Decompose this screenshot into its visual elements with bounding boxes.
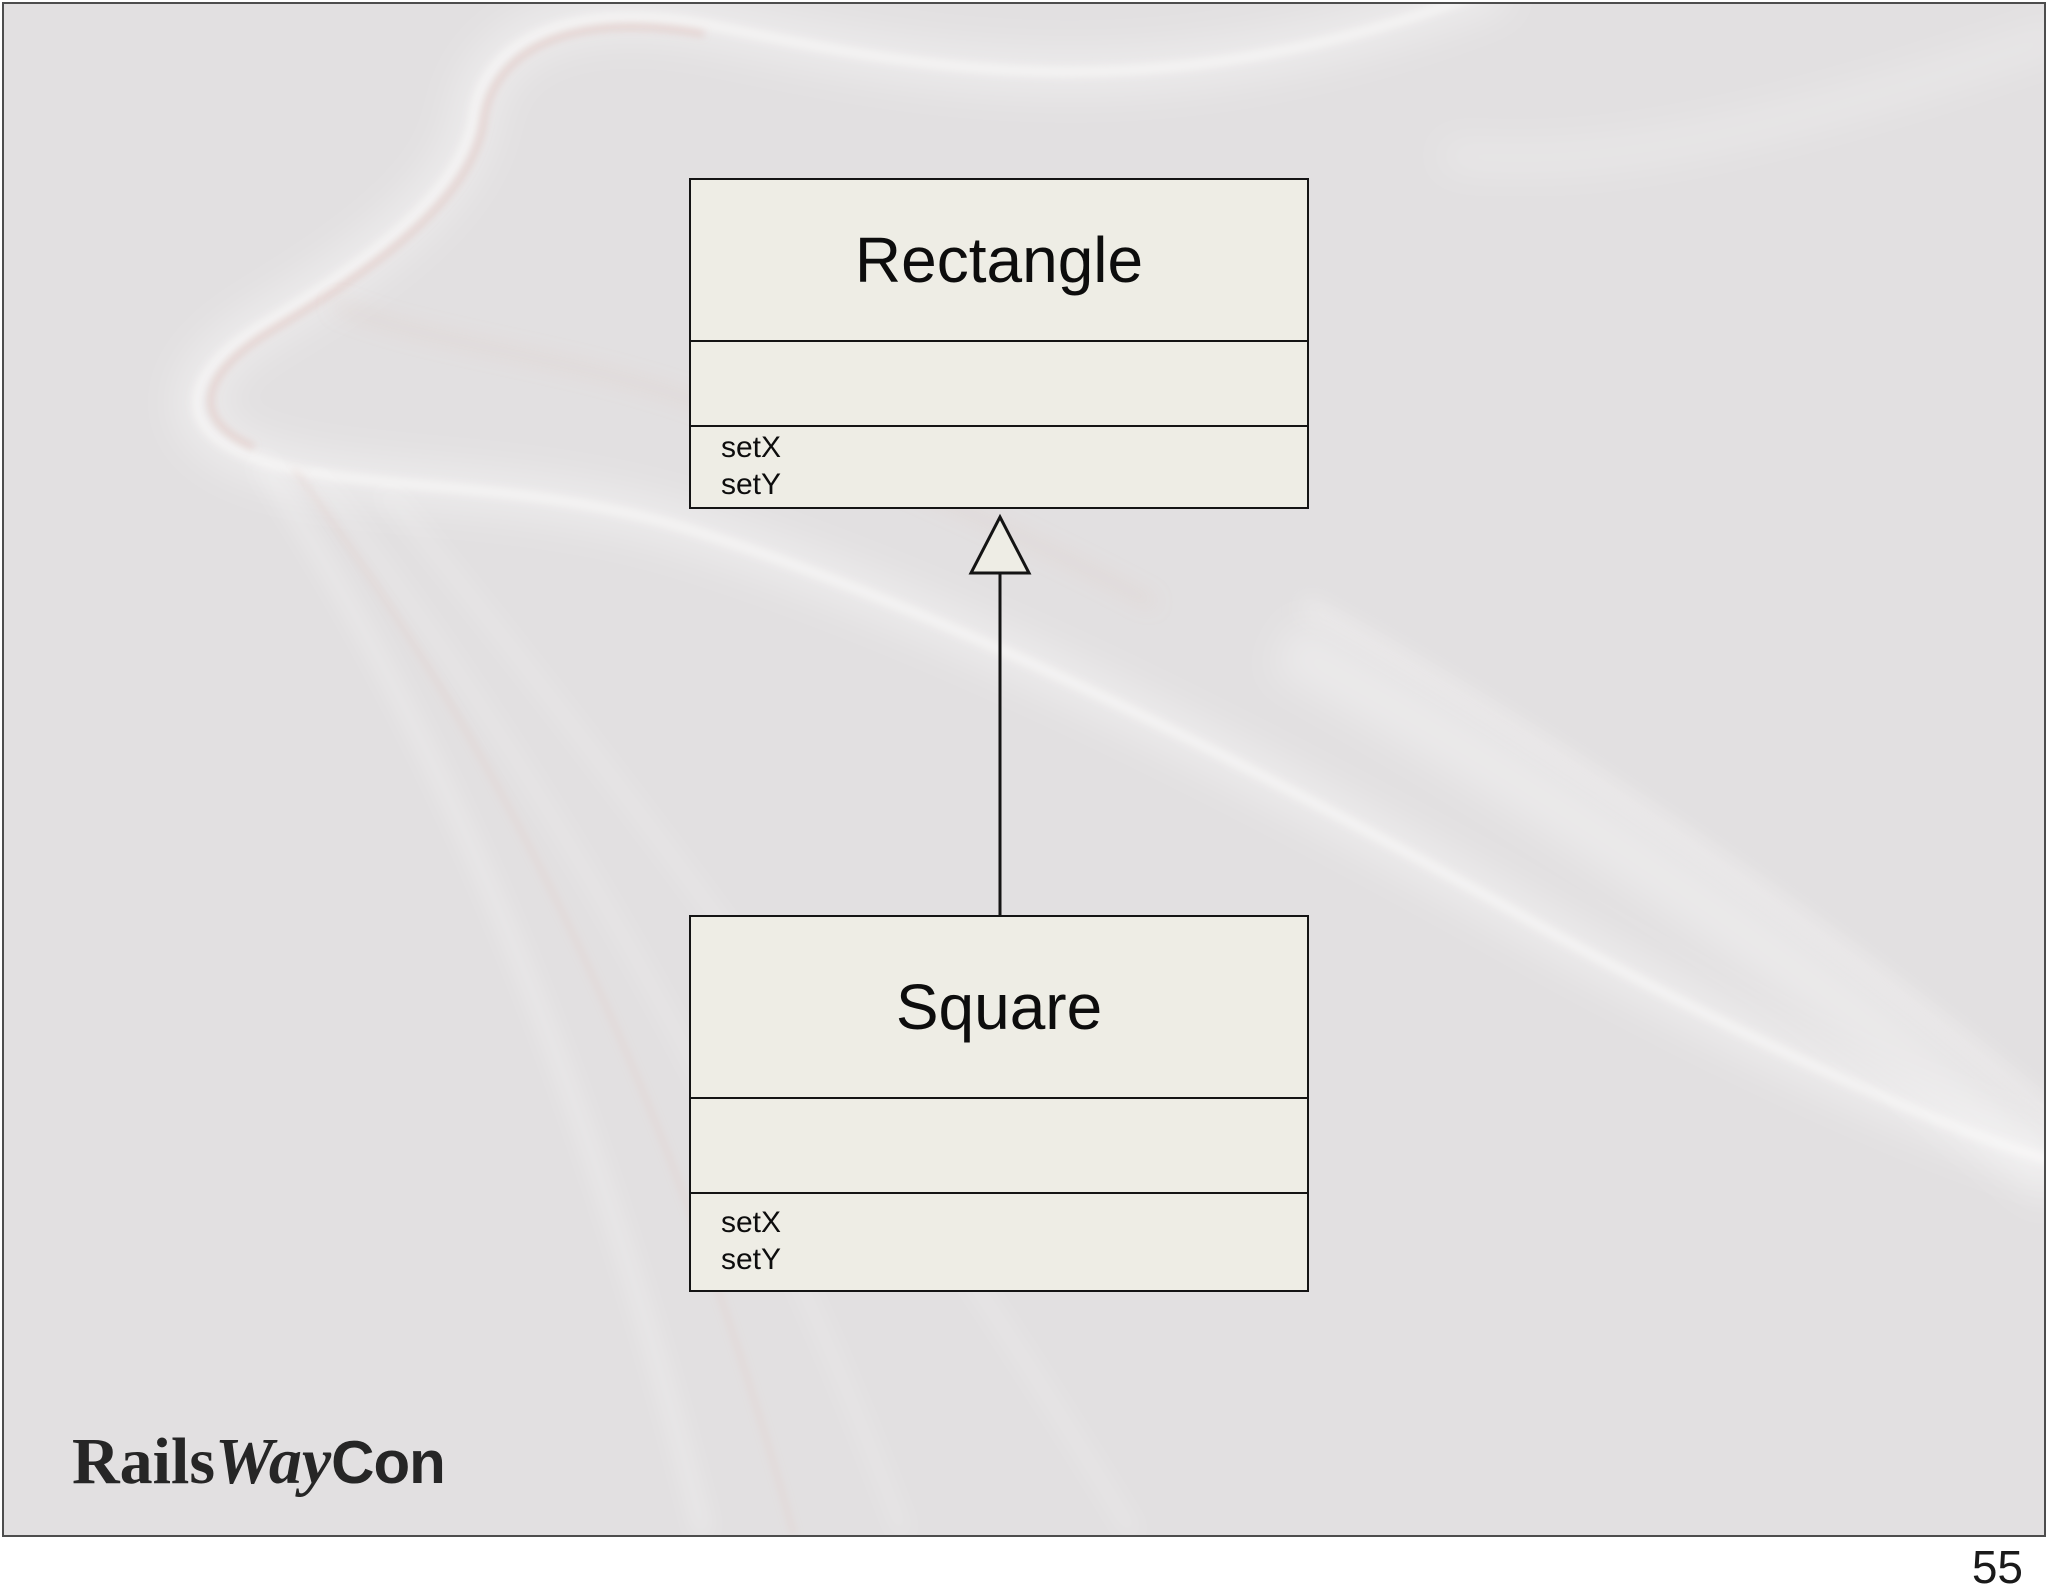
method-label: setX bbox=[721, 1206, 782, 1239]
method-label: setY bbox=[721, 1243, 782, 1276]
slide: Rectangle setX setY Square setX setY Rai… bbox=[2, 2, 2046, 1537]
class-name-square: Square bbox=[691, 917, 1307, 1099]
inheritance-arrow bbox=[968, 513, 1032, 921]
logo-con: Con bbox=[331, 1429, 446, 1496]
methods-compartment-square: setX setY bbox=[691, 1194, 1307, 1288]
attributes-compartment-square bbox=[691, 1099, 1307, 1194]
railswaycon-logo: RailsWayCon bbox=[72, 1424, 446, 1500]
method-label: setX bbox=[721, 431, 782, 464]
page-number: 55 bbox=[1971, 1541, 2023, 1593]
class-box-square: Square setX setY bbox=[689, 915, 1309, 1292]
logo-way: Way bbox=[215, 1425, 332, 1498]
attributes-compartment-rectangle bbox=[691, 342, 1307, 427]
logo-rails: Rails bbox=[72, 1425, 216, 1498]
class-box-rectangle: Rectangle setX setY bbox=[689, 178, 1309, 509]
class-name-rectangle: Rectangle bbox=[691, 180, 1307, 342]
hollow-triangle-arrowhead bbox=[968, 513, 1032, 575]
methods-compartment-rectangle: setX setY bbox=[691, 427, 1307, 505]
method-label: setY bbox=[721, 468, 782, 501]
